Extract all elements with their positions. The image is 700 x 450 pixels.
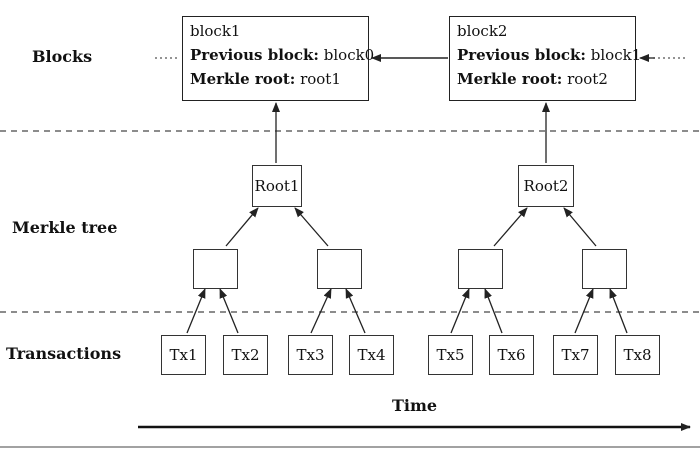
node3-to-root2-arrow xyxy=(493,207,528,247)
time-label: Time xyxy=(392,396,438,415)
tx2-node: Tx2 xyxy=(223,335,268,375)
row-label-transactions: Transactions xyxy=(6,344,122,363)
tx4-node: Tx4 xyxy=(349,335,394,375)
block1-title: block1 xyxy=(190,22,241,40)
block1-box: block1 Previous block: block0 Merkle roo… xyxy=(182,16,374,101)
tx1-node: Tx1 xyxy=(161,335,206,375)
block1-root-label: Merkle root: xyxy=(190,70,296,88)
block2-title: block2 xyxy=(457,22,508,40)
block1-previous-value: block0 xyxy=(323,46,375,64)
tx7-node: Tx7 xyxy=(553,335,598,375)
row-label-blocks: Blocks xyxy=(32,47,93,66)
tx3-to-node2-arrow xyxy=(310,288,332,334)
block2-merkle-root: Merkle root: root2 xyxy=(457,67,628,91)
tx1-to-node1-arrow xyxy=(186,288,206,334)
root1-node: Root1 xyxy=(252,165,302,207)
tx6-to-node3-arrow xyxy=(484,288,503,334)
block2-root-value: root2 xyxy=(567,70,608,88)
row-label-merkle-tree: Merkle tree xyxy=(12,218,118,237)
node1-to-root1-arrow xyxy=(225,207,259,247)
tx8-to-node4-arrow xyxy=(609,288,628,334)
tx7-to-node4-arrow xyxy=(574,288,594,334)
block2-previous-value: block1 xyxy=(590,46,642,64)
block1-previous-label: Previous block: xyxy=(190,46,319,64)
block2-previous-block: Previous block: block1 xyxy=(457,43,641,67)
tx5-to-node3-arrow xyxy=(450,288,470,334)
tx3-node: Tx3 xyxy=(288,335,333,375)
merkle-inner-node xyxy=(458,249,503,289)
tx6-node: Tx6 xyxy=(489,335,534,375)
block1-root-value: root1 xyxy=(300,70,341,88)
node2-to-root1-arrow xyxy=(294,207,329,247)
block1-previous-block: Previous block: block0 xyxy=(190,43,374,67)
block2-box: block2 Previous block: block1 Merkle roo… xyxy=(449,16,641,101)
tx4-to-node2-arrow xyxy=(345,288,366,334)
block2-previous-label: Previous block: xyxy=(457,46,586,64)
tx2-to-node1-arrow xyxy=(219,288,239,334)
merkle-inner-node xyxy=(582,249,627,289)
tx5-node: Tx5 xyxy=(428,335,473,375)
merkle-inner-node xyxy=(317,249,362,289)
block1-merkle-root: Merkle root: root1 xyxy=(190,67,361,91)
tx8-node: Tx8 xyxy=(615,335,660,375)
merkle-inner-node xyxy=(193,249,238,289)
block2-root-label: Merkle root: xyxy=(457,70,563,88)
node4-to-root2-arrow xyxy=(563,207,597,247)
root2-node: Root2 xyxy=(518,165,574,207)
